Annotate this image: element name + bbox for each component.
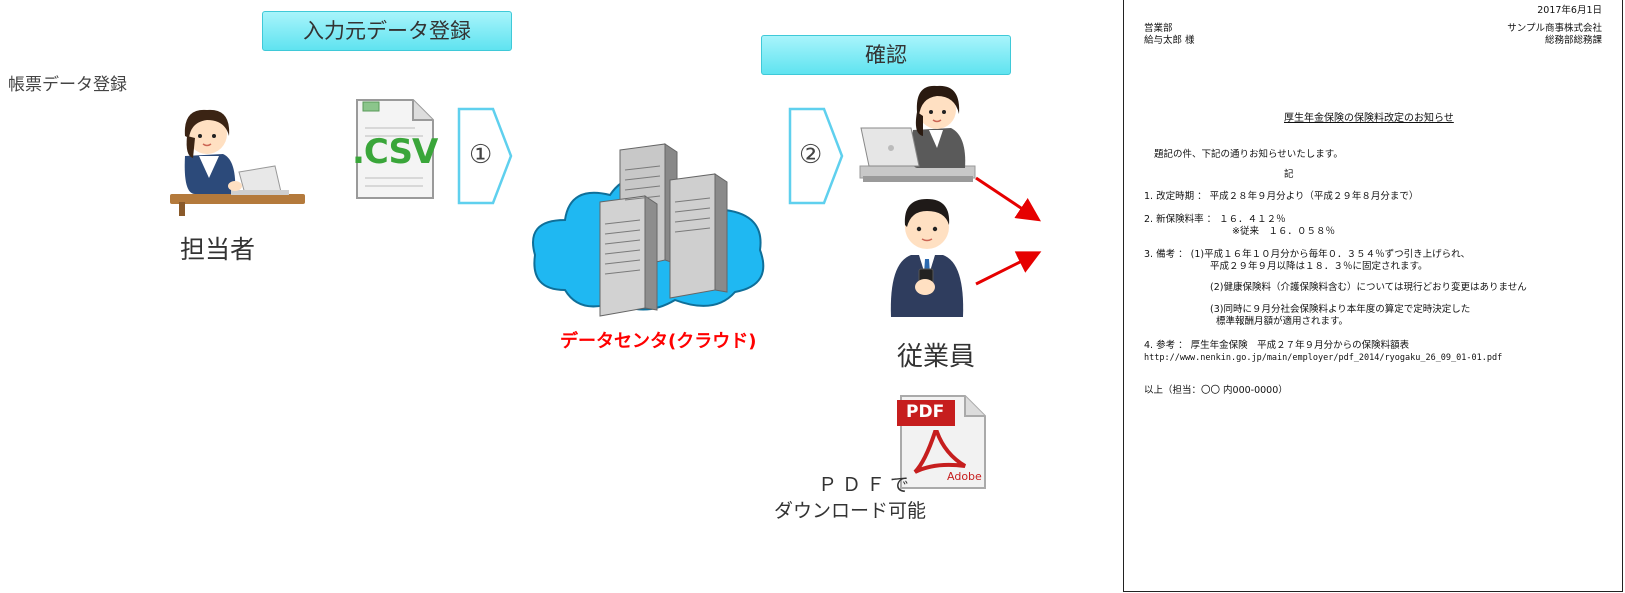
csv-file-icon (356, 99, 434, 199)
doc-item3a: 3. 備考 ： (1)平成１６年１０月分から毎年０．３５４％ずつ引き上げられ、 (1144, 249, 1471, 260)
csv-label: .CSV (352, 132, 438, 172)
doc-from-company: サンプル商事株式会社 (1507, 23, 1602, 34)
pdf-adobe-icon (897, 395, 986, 489)
doc-from-dept: 総務部総務課 (1544, 35, 1602, 46)
doc-url[interactable]: http://www.nenkin.go.jp/main/employer/pd… (1144, 353, 1503, 363)
step1-chevron (457, 107, 513, 205)
cloud-datacenter-illustration (532, 143, 765, 317)
pdf-download-line1: ＰＤＦで (818, 474, 915, 496)
pdf-download-line2: ダウンロード可能 (774, 500, 927, 522)
employee-label: 従業員 (897, 342, 976, 372)
person-in-charge-label: 担当者 (180, 235, 256, 264)
confirm-banner: 確認 (761, 35, 1011, 75)
confirm-label: 確認 (865, 43, 907, 67)
person-at-laptop-illustration (170, 109, 305, 216)
datacenter-label: データセンタ(クラウド) (560, 331, 757, 352)
doc-item2: 2. 新保険料率 ： １６．４１２％ (1144, 214, 1286, 225)
doc-ki: 記 (1284, 169, 1294, 180)
doc-item4: 4. 参考 ： 厚生年金保険 平成２７年９月分からの保険料額表 (1144, 340, 1410, 351)
arrow-to-document-lower (975, 251, 1042, 286)
doc-item3d: (3)同時に９月分社会保険料より本年度の算定で定時決定した (1210, 304, 1471, 315)
step1-label: ① (469, 140, 493, 170)
step2-label: ② (799, 140, 823, 170)
doc-to-dept: 営業部 (1144, 23, 1173, 34)
input-registration-banner: 入力元データ登録 (262, 11, 512, 51)
doc-date: 2017年6月1日 (1537, 5, 1602, 16)
server-rack (599, 143, 728, 317)
pdf-icon-text: PDF (906, 402, 945, 422)
doc-closing: 以上（担当：〇〇 内000-0000） (1144, 385, 1288, 396)
doc-item2b: ※従来 １６．０５８％ (1232, 226, 1335, 237)
doc-item3c: (2)健康保険料（介護保険料含む）については現行どおり変更はありません (1210, 282, 1527, 293)
doc-item3b: 平成２９年９月以降は１８．３％に固定されます。 (1210, 261, 1428, 272)
notice-document: 2017年6月1日 営業部 給与太郎 様 サンプル商事株式会社 総務部総務課 厚… (1123, 0, 1623, 592)
adobe-text: Adobe (947, 470, 982, 483)
step2-chevron (788, 107, 844, 205)
form-data-registration-label: 帳票データ登録 (8, 75, 127, 95)
input-registration-label: 入力元データ登録 (303, 19, 471, 43)
employee-with-phone-illustration (890, 199, 964, 317)
doc-to-name: 給与太郎 様 (1144, 35, 1195, 46)
doc-item3e: 標準報酬月額が適用されます。 (1216, 316, 1349, 327)
arrow-to-document-upper (975, 176, 1041, 222)
woman-at-laptop-illustration (859, 85, 976, 182)
doc-intro: 題記の件、下記の通りお知らせいたします。 (1154, 149, 1343, 160)
doc-title: 厚生年金保険の保険料改定のお知らせ (1284, 113, 1454, 124)
red-arrows (975, 176, 1042, 286)
doc-item1: 1. 改定時期 ： 平成２８年９月分より（平成２９年８月分まで） (1144, 191, 1419, 202)
